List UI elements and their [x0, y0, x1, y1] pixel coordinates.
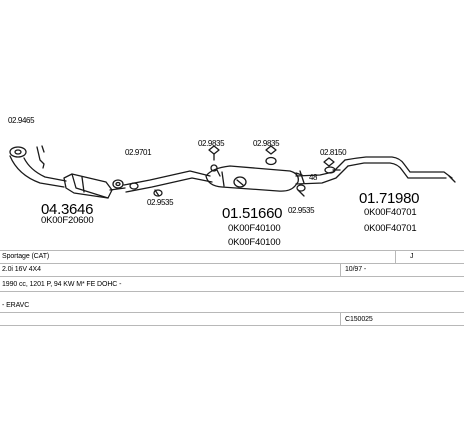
clamp-02-9535-rear [296, 184, 306, 197]
table-divider-right [395, 250, 396, 263]
rear-tailpipe-section [344, 156, 453, 179]
table-rule-2 [0, 276, 464, 277]
catalytic-converter [63, 173, 113, 199]
table-divider-year [340, 263, 341, 276]
part-label-04-3646: 04.3646 [41, 201, 94, 218]
exhaust-system-drawing [9, 145, 456, 199]
clamp-02-9535 [129, 182, 163, 197]
part-label-02-9535-left: 02.9535 [147, 198, 174, 207]
hanger-02-8150 [323, 157, 341, 174]
part-label-02-9465: 02.9465 [8, 116, 35, 125]
hanger-02-9835-right [265, 145, 277, 166]
engine-description: 2.0i 16V 4X4 [2, 266, 41, 273]
front-flange-gasket [9, 146, 27, 158]
intermediate-pipe [123, 170, 213, 193]
hanger-bracket [36, 146, 45, 169]
pipe-cat-to-centre [109, 187, 126, 191]
part-label-01-51660: 01.51660 [222, 205, 283, 222]
oem-label-0k00f40100-1: 0K00F40100 [228, 223, 281, 234]
gasket-02-9701 [112, 179, 124, 189]
front-downpipe [9, 155, 65, 188]
part-label-02-9701: 02.9701 [125, 148, 152, 157]
oem-label-0k00f40100-2: 0K00F40100 [228, 237, 281, 248]
oem-label-0k00f20600: 0K00F20600 [41, 215, 94, 226]
part-label-01-71980: 01.71980 [359, 190, 420, 207]
table-divider-code [340, 312, 341, 325]
production-year: 10/97 - [345, 266, 367, 273]
flag-icon: J [410, 253, 414, 260]
part-label-02-8150: 02.8150 [320, 148, 347, 157]
rear-connecting-pipe [295, 159, 349, 185]
hanger-02-9835-left [208, 145, 220, 161]
centre-silencer [205, 164, 299, 192]
oem-label-0k00f40701-2: 0K00F40701 [364, 223, 417, 234]
part-label-02-9835-left: 02.9835 [198, 139, 225, 148]
part-label-02-9535-right: 02.9535 [288, 206, 315, 215]
oem-label-0k00f40701-1: 0K00F40701 [364, 207, 417, 218]
vehicle-model: Sportage (CAT) [2, 253, 50, 260]
table-bottom-rule [0, 325, 464, 326]
engine-spec: 1990 cc, 1201 P, 94 KW M* FE DOHC - [2, 281, 122, 288]
body-type: - ERAVC [2, 302, 30, 309]
table-rule-4 [0, 312, 464, 313]
table-rule-3 [0, 291, 464, 292]
table-top-rule [0, 250, 464, 251]
part-label-02-9835-right: 02.9835 [253, 139, 280, 148]
part-label-48: 48 [309, 173, 318, 182]
table-rule-1 [0, 263, 464, 264]
clamp-48 [295, 170, 305, 184]
catalogue-code: C150025 [345, 316, 373, 323]
